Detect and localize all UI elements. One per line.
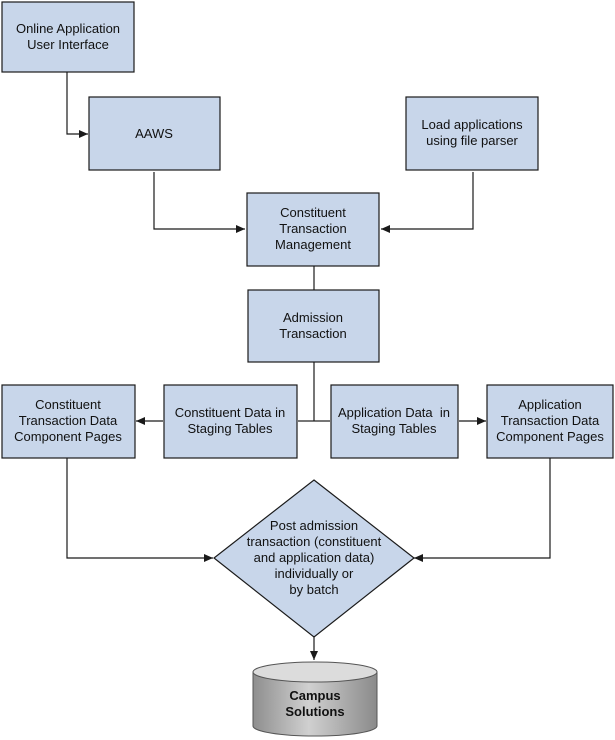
connector-constituent-pages-to-post xyxy=(66,458,213,562)
connector-aaws-to-ctm xyxy=(153,172,245,233)
node-aaws: AAWS xyxy=(88,96,221,171)
svg-text:AAWS: AAWS xyxy=(135,126,173,141)
connector-online-to-aaws xyxy=(66,72,88,138)
connector-parser-to-ctm xyxy=(381,172,474,233)
connector-application-pages-to-post xyxy=(414,458,551,562)
